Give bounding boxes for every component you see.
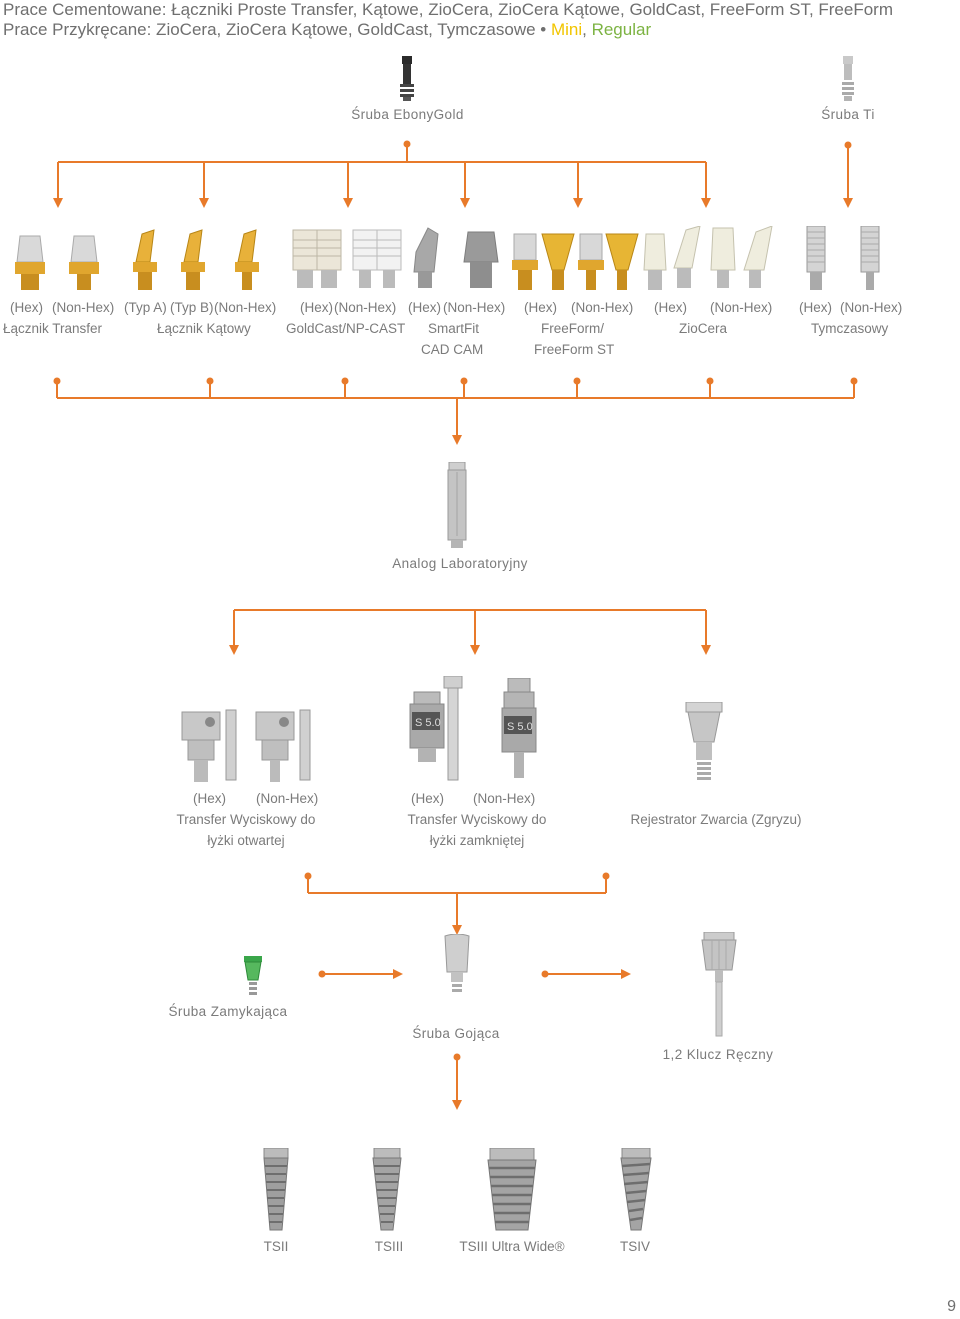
ziocera-nonhex-label: (Non-Hex)	[710, 300, 773, 315]
open-transfer-name-2: łyżki otwartej	[207, 833, 285, 848]
hand-wrench-icon	[701, 932, 737, 1037]
freeform-hex-label: (Hex)	[524, 300, 557, 315]
transfer-hex-label: (Hex)	[10, 300, 43, 315]
open-transfer-nonhex-label: (Non-Hex)	[256, 791, 319, 806]
smartfit-nonhex-label: (Non-Hex)	[443, 300, 506, 315]
badge-text-2: S 5.0	[507, 721, 533, 733]
implant-tsii-icon	[263, 1148, 289, 1231]
ziocera-hex-icon	[643, 233, 667, 290]
closed-transfer-name-2: łyżki zamkniętej	[429, 833, 525, 848]
lab-analog-label: Analog Laboratoryjny	[392, 556, 528, 571]
temporary-hex-label: (Hex)	[799, 300, 832, 315]
ti-screw-label: Śruba Ti	[821, 107, 875, 122]
implant-label-tsiii-ultra-wide: TSIII Ultra Wide®	[459, 1239, 565, 1254]
goldcast-name: GoldCast/NP-CAST	[286, 321, 406, 336]
hand-wrench-label: 1,2 Klucz Ręczny	[662, 1047, 774, 1062]
ti-screw-icon	[842, 56, 854, 101]
transfer-nonhex-label: (Non-Hex)	[52, 300, 115, 315]
lab-analog-icon	[447, 462, 467, 548]
smartfit-hex-label: (Hex)	[408, 300, 441, 315]
angled-type-b-icon	[181, 229, 205, 290]
healing-abutment-icon	[444, 934, 470, 992]
angled-type-b-label: (Typ B)	[170, 300, 214, 315]
implant-label-tsiii: TSIII	[374, 1239, 404, 1254]
transfer-name: Łącznik Transfer	[3, 321, 103, 336]
goldcast-nonhex-icon	[352, 229, 378, 288]
angled-nonhex-icon	[235, 229, 259, 290]
header-line-2: Prace Przykręcane: ZioCera, ZioCera Kąto…	[3, 20, 651, 40]
goldcast-hex-icon	[292, 229, 318, 288]
ziocera-hex-label: (Hex)	[654, 300, 687, 315]
ebony-gold-screw-label: Śruba EbonyGold	[351, 107, 464, 122]
closed-transfer-hex-label: (Hex)	[411, 791, 444, 806]
open-transfer-name-1: Transfer Wyciskowy do	[176, 812, 316, 827]
smartfit-name-2: CAD CAM	[421, 342, 484, 357]
transfer-hex-icon	[15, 235, 45, 290]
smartfit-name-1: SmartFit	[428, 321, 480, 336]
smartfit-nonhex-icon	[463, 231, 499, 288]
temporary-name: Tymczasowy	[811, 321, 889, 336]
smartfit-hex-icon	[413, 227, 439, 288]
ebony-gold-screw-icon	[400, 56, 414, 101]
bite-registration-label: Rejestrator Zwarcia (Zgryzu)	[630, 812, 802, 827]
angled-nonhex-label: (Non-Hex)	[214, 300, 277, 315]
freeform-nonhex-label: (Non-Hex)	[571, 300, 634, 315]
freeform-hex-gold-icon	[541, 233, 575, 290]
open-tray-transfer-hex-icon	[181, 709, 237, 782]
comma: ,	[582, 20, 592, 39]
closed-transfer-nonhex-label: (Non-Hex)	[473, 791, 536, 806]
transfer-nonhex-icon	[69, 235, 99, 290]
goldcast-nonhex2-icon	[376, 229, 402, 288]
mini-label: Mini	[550, 20, 583, 39]
page-number: 9	[947, 1298, 956, 1315]
healing-abutment-label: Śruba Gojąca	[412, 1026, 500, 1041]
closed-tray-transfer-hex-icon: S 5.0	[409, 676, 463, 781]
freeform-name-2: FreeForm ST	[534, 342, 615, 357]
implant-label-tsii: TSII	[263, 1239, 289, 1254]
freeform-hex-icon	[512, 233, 538, 290]
goldcast-nonhex-label: (Non-Hex)	[334, 300, 397, 315]
temporary-hex-icon	[806, 226, 826, 290]
angled-name: Łącznik Kątowy	[157, 321, 251, 336]
implant-tsiii-icon	[372, 1148, 402, 1231]
temporary-nonhex-label: (Non-Hex)	[840, 300, 903, 315]
temporary-nonhex-icon	[860, 226, 880, 290]
freeform-name-1: FreeForm/	[541, 321, 605, 336]
regular-label: Regular	[591, 20, 652, 39]
header-line-1: Prace Cementowane: Łączniki Proste Trans…	[3, 0, 894, 19]
cover-screw-label: Śruba Zamykająca	[168, 1004, 288, 1019]
ziocera-nonhex-icon	[710, 227, 736, 288]
header-line-2-prefix: Prace Przykręcane: ZioCera, ZioCera Kąto…	[3, 20, 551, 39]
freeform-nonhex-icon	[578, 233, 604, 290]
closed-tray-transfer-nonhex-icon: S 5.0	[501, 678, 537, 778]
goldcast-hex-label: (Hex)	[300, 300, 333, 315]
freeform-nonhex-gold-icon	[605, 233, 639, 290]
angled-type-a-label: (Typ A)	[124, 300, 167, 315]
ziocera-hex-angled-icon	[673, 226, 701, 288]
ziocera-name: ZioCera	[679, 321, 728, 336]
abutment-images-row	[0, 226, 960, 294]
bite-registration-icon	[685, 702, 723, 780]
goldcast-hex2-icon	[316, 229, 342, 288]
open-transfer-hex-label: (Hex)	[193, 791, 226, 806]
ziocera-nonhex-angled-icon	[743, 226, 773, 288]
badge-text: S 5.0	[415, 717, 441, 729]
angled-type-a-icon	[133, 229, 157, 290]
cover-screw-icon	[244, 956, 262, 995]
implant-tsiv-icon	[620, 1148, 652, 1231]
closed-transfer-name-1: Transfer Wyciskowy do	[407, 812, 547, 827]
implant-tsiii-ultra-wide-icon	[487, 1148, 537, 1231]
open-tray-transfer-nonhex-icon	[255, 709, 311, 782]
implant-label-tsiv: TSIV	[619, 1239, 650, 1254]
